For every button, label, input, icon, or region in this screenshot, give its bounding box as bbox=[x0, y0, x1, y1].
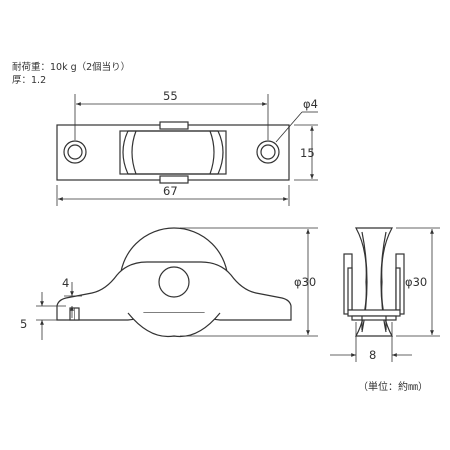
dim-67-label: 67 bbox=[163, 184, 178, 198]
dim-8-label: 8 bbox=[369, 348, 376, 362]
dim-phi30-front-label: φ30 bbox=[294, 275, 316, 289]
dim-5-label: 5 bbox=[20, 317, 27, 331]
side-view bbox=[343, 227, 405, 337]
front-view-axle bbox=[158, 266, 190, 298]
unit-note: （単位：約㎜） bbox=[358, 382, 428, 393]
front-view bbox=[56, 227, 292, 337]
dim-phi30-side-label: φ30 bbox=[405, 275, 427, 289]
dim-4-label: 4 bbox=[62, 276, 69, 290]
dim-55-label: 55 bbox=[163, 89, 178, 103]
top-view bbox=[56, 121, 290, 184]
dim-phi4-label: φ4 bbox=[303, 97, 318, 111]
load-capacity-spec: 耐荷重：10k g（2個当り） bbox=[12, 62, 131, 73]
top-view-housing bbox=[119, 130, 227, 175]
thickness-spec: 厚：1.2 bbox=[12, 75, 47, 86]
dim-15-label: 15 bbox=[300, 146, 315, 160]
